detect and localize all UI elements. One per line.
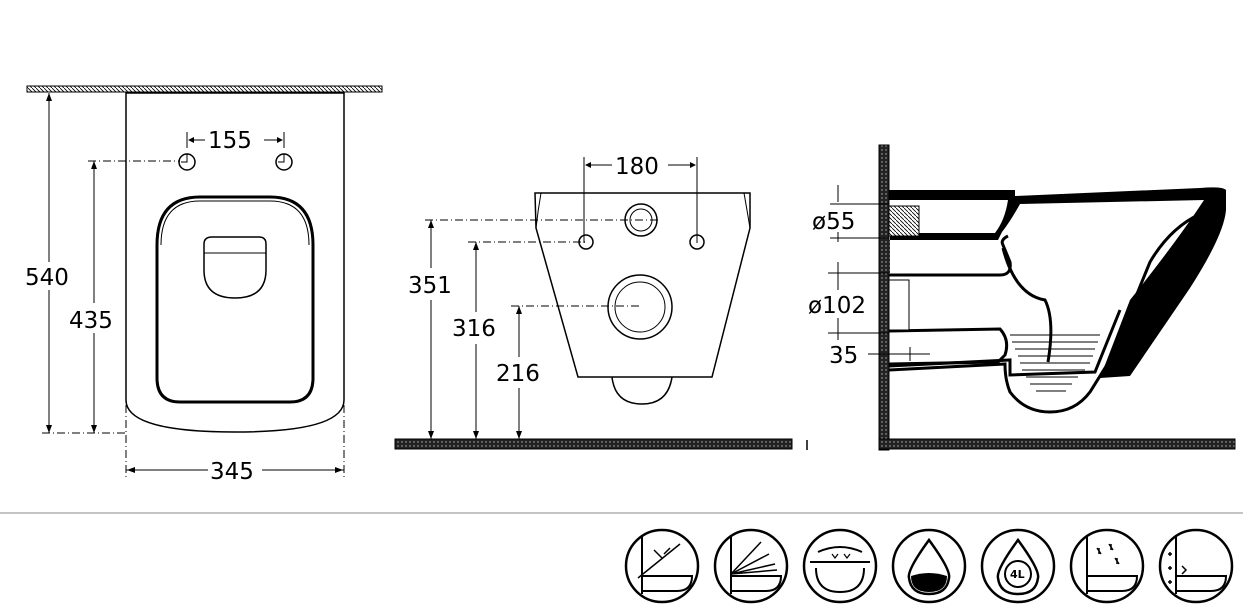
floor-rear <box>394 438 793 450</box>
soft-close-seat-icon <box>624 528 700 604</box>
side-outlet-offset-label: 35 <box>829 343 858 369</box>
four-litre-label: 4L <box>1010 568 1025 581</box>
feature-icons: 4L <box>624 528 1234 604</box>
four-litre-flush-icon: 4L <box>980 528 1056 604</box>
front-width-label: 345 <box>210 459 254 485</box>
side-bowl-shell <box>889 187 1226 378</box>
rear-outlet <box>607 274 673 340</box>
front-bowl-opening <box>203 236 267 299</box>
rear-top-height-label: 351 <box>408 273 452 299</box>
side-view: ø55 ø102 35 <box>808 144 1236 451</box>
rear-trap-bottom <box>611 376 673 405</box>
rear-view: 180 351 316 216 <box>394 154 808 450</box>
front-bolt-left <box>178 153 196 171</box>
antibacterial-glaze-icon <box>1069 528 1145 604</box>
front-view: 155 540 435 345 <box>25 85 383 485</box>
wall-side <box>878 144 890 451</box>
side-inlet-diameter-label: ø55 <box>812 209 855 235</box>
quick-release-seat-icon <box>802 528 878 604</box>
rear-bolt-height-label: 316 <box>452 316 496 342</box>
rear-bolt-left <box>578 234 594 250</box>
easy-clean-icon <box>1158 528 1234 604</box>
front-total-height-label: 540 <box>25 265 69 291</box>
front-seat-outline <box>155 195 315 404</box>
water-saving-icon <box>891 528 967 604</box>
front-bowl-outline <box>125 92 345 433</box>
front-bolt-right <box>275 153 293 171</box>
side-outlet-diameter-label: ø102 <box>808 293 866 319</box>
front-mount-height-label: 435 <box>69 308 113 334</box>
rear-outlet-height-label: 216 <box>496 361 540 387</box>
wall-top-hatch <box>26 85 383 93</box>
floor-side <box>878 438 1236 450</box>
rear-bolt-spacing-label: 180 <box>615 154 659 180</box>
rimless-flush-icon <box>713 528 789 604</box>
rear-body-outline <box>534 192 751 378</box>
front-bolt-spacing-label: 155 <box>208 128 252 154</box>
